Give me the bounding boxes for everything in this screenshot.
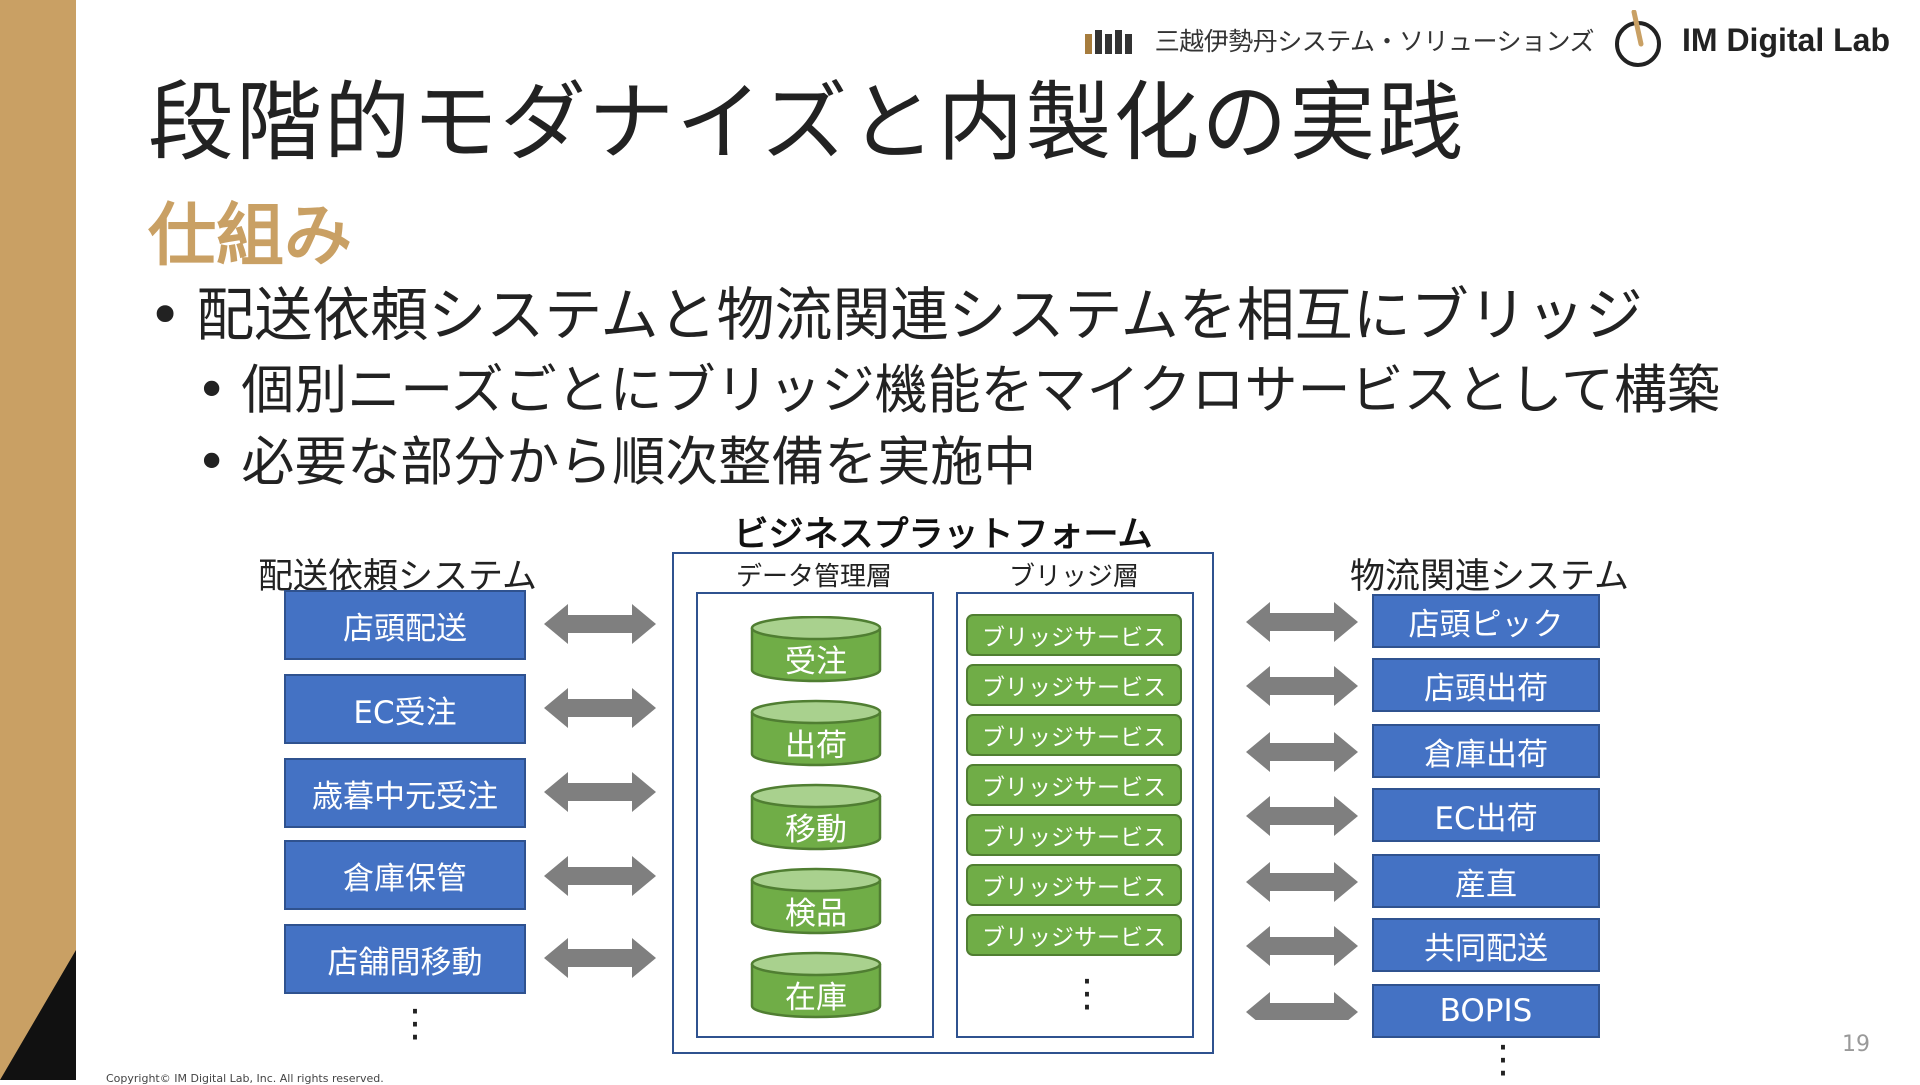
double-arrow-icon — [1246, 666, 1358, 706]
right-system-box: 店頭ピック — [1372, 594, 1600, 648]
company-name-jp: 三越伊勢丹システム・ソリューションズ — [1154, 27, 1595, 56]
left-system-box: 歳暮中元受注 — [284, 758, 526, 828]
bullet-text: 必要な部分から順次整備を実施中 — [241, 432, 1037, 493]
double-arrow-icon — [544, 604, 656, 644]
double-arrow-icon — [544, 938, 656, 978]
right-system-box: 倉庫出荷 — [1372, 724, 1600, 778]
data-layer-box — [696, 592, 934, 1038]
bridge-more-ellipsis: ⋮ — [1068, 971, 1106, 1015]
left-system-box: EC受注 — [284, 674, 526, 744]
company-logo-icon — [1084, 30, 1132, 54]
left-more-ellipsis: ⋮ — [396, 1001, 434, 1045]
side-accent-bar — [0, 0, 76, 1080]
bullet-dot: • — [196, 360, 228, 421]
platform-label: ビジネスプラットフォーム — [733, 515, 1153, 555]
copyright-text: Copyright© IM Digital Lab, Inc. All righ… — [106, 1072, 384, 1085]
double-arrow-icon — [1246, 732, 1358, 772]
bridge-service-box: ブリッジサービス — [966, 914, 1182, 956]
bridge-service-box: ブリッジサービス — [966, 764, 1182, 806]
right-system-box: 産直 — [1372, 854, 1600, 908]
double-arrow-icon — [1246, 862, 1358, 902]
platform-container — [672, 552, 1214, 1054]
cylinder-label: 検品 — [785, 896, 847, 932]
cylinder-label: 出荷 — [785, 728, 847, 764]
corner-triangle — [0, 950, 76, 1080]
bridge-service-box: ブリッジサービス — [966, 714, 1182, 756]
left-system-box: 店舗間移動 — [284, 924, 526, 994]
cylinder-label: 受注 — [785, 644, 847, 680]
double-arrow-icon — [1246, 926, 1358, 966]
bullet-dot: • — [148, 281, 183, 349]
right-system-box: 共同配送 — [1372, 918, 1600, 972]
bridge-service-box: ブリッジサービス — [966, 814, 1182, 856]
right-arrows — [1246, 602, 1358, 1020]
data-layer-label: データ管理層 — [735, 562, 892, 592]
right-system-box: BOPIS — [1372, 984, 1600, 1038]
imdl-logo-icon — [1615, 10, 1661, 67]
right-group-label: 物流関連システム — [1350, 557, 1629, 597]
right-more-ellipsis: ⋮ — [1484, 1037, 1522, 1081]
slide-subtitle: 仕組み — [148, 197, 353, 276]
bridge-layer-label: ブリッジ層 — [1008, 562, 1139, 592]
double-arrow-icon — [544, 772, 656, 812]
bullet-text: 個別ニーズごとにブリッジ機能をマイクロサービスとして構築 — [241, 360, 1720, 421]
double-arrow-icon — [1246, 796, 1358, 836]
bridge-service-box: ブリッジサービス — [966, 864, 1182, 906]
double-arrow-icon — [1246, 602, 1358, 642]
bridge-service-box: ブリッジサービス — [966, 614, 1182, 656]
double-arrow-icon — [1246, 992, 1358, 1020]
bridge-service-box: ブリッジサービス — [966, 664, 1182, 706]
bullet-main: •配送依頼システムと物流関連システムを相互にブリッジ — [148, 268, 1643, 352]
double-arrow-icon — [544, 688, 656, 728]
slide-title: 段階的モダナイズと内製化の実践 — [148, 73, 1466, 173]
cylinder-label: 在庫 — [785, 980, 847, 1016]
bullet-sub-1: •個別ニーズごとにブリッジ機能をマイクロサービスとして構築 — [196, 348, 1720, 424]
left-arrows — [544, 604, 656, 978]
bridge-layer-box — [956, 592, 1194, 1038]
right-system-box: EC出荷 — [1372, 788, 1600, 842]
bullet-dot: • — [196, 432, 228, 493]
bullet-text: 配送依頼システムと物流関連システムを相互にブリッジ — [196, 281, 1643, 349]
left-system-box: 店頭配送 — [284, 590, 526, 660]
brand-header: 三越伊勢丹システム・ソリューションズ IM Digital Lab — [1084, 10, 1890, 70]
bullet-sub-2: •必要な部分から順次整備を実施中 — [196, 420, 1036, 496]
right-system-box: 店頭出荷 — [1372, 658, 1600, 712]
page-number: 19 — [1842, 1032, 1870, 1057]
company-name-en: IM Digital Lab — [1682, 21, 1890, 58]
double-arrow-icon — [544, 856, 656, 896]
cylinder-label: 移動 — [785, 812, 847, 848]
left-system-box: 倉庫保管 — [284, 840, 526, 910]
